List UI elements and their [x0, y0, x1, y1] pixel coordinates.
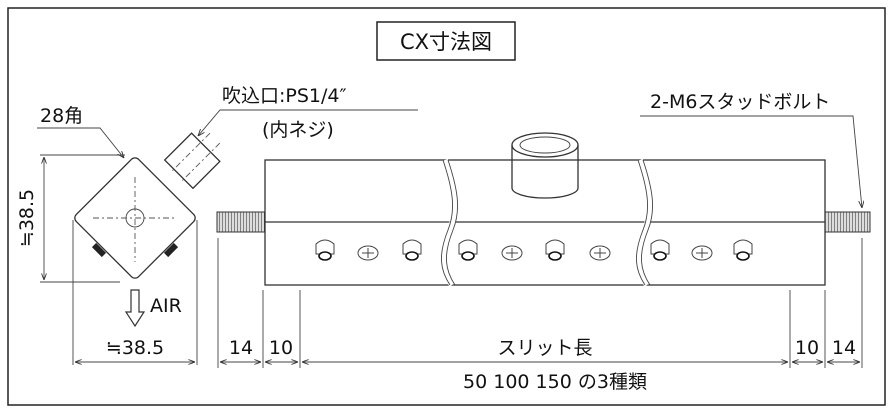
screw-icon: [501, 245, 523, 261]
hex-fitting-icon: [733, 239, 753, 261]
hex-fitting-icon: [650, 239, 670, 261]
fittings-row: [315, 239, 753, 261]
hex-fitting-icon: [458, 239, 478, 261]
screw-icon: [589, 245, 611, 261]
right-margin-dimension: 10: [795, 337, 819, 359]
side-view: AIR ≒38.5 ≒38.5 28角: [16, 105, 221, 365]
left-margin-dimension: 10: [269, 337, 293, 359]
slit-length-dimension: スリット長: [497, 337, 592, 359]
break-lines: [440, 159, 653, 287]
left-stud-dimension: 14: [229, 337, 253, 359]
hex-fitting-icon: [402, 239, 422, 261]
air-arrow-icon: [124, 289, 146, 328]
drawing-frame: [7, 7, 886, 406]
right-stud-dimension: 14: [832, 337, 856, 359]
slit-variants-note: 50 100 150 の3種類: [463, 371, 647, 393]
slit-screw-left: [91, 242, 107, 258]
stud-bolt-label: 2-M6スタッドボルト: [650, 91, 830, 113]
left-stud-bolt: [216, 211, 266, 233]
hex-fitting-icon: [315, 239, 335, 261]
length-dimensions: 14 10 スリット長 10 14 50 100 150 の3種類: [217, 238, 863, 393]
inlet-port: [163, 132, 221, 190]
hex-fitting-icon: [545, 239, 565, 261]
nozzle-body-section: [74, 157, 196, 279]
height-dimension: ≒38.5: [16, 189, 38, 247]
screw-icon: [357, 245, 379, 261]
inlet-cylinder: [511, 132, 579, 199]
drawing-title: CX寸法図: [400, 30, 492, 54]
square-size-label: 28角: [40, 105, 83, 127]
inlet-thread-label: (内ネジ): [262, 119, 334, 141]
slit-screw-right: [163, 242, 179, 258]
front-view: [216, 132, 871, 287]
air-label: AIR: [150, 295, 182, 317]
screw-icon: [691, 245, 713, 261]
right-stud-bolt: [824, 211, 871, 233]
inlet-label: 吹込口:PS1/4″: [222, 85, 347, 107]
title-box: CX寸法図: [376, 21, 516, 61]
width-dimension: ≒38.5: [106, 337, 164, 359]
